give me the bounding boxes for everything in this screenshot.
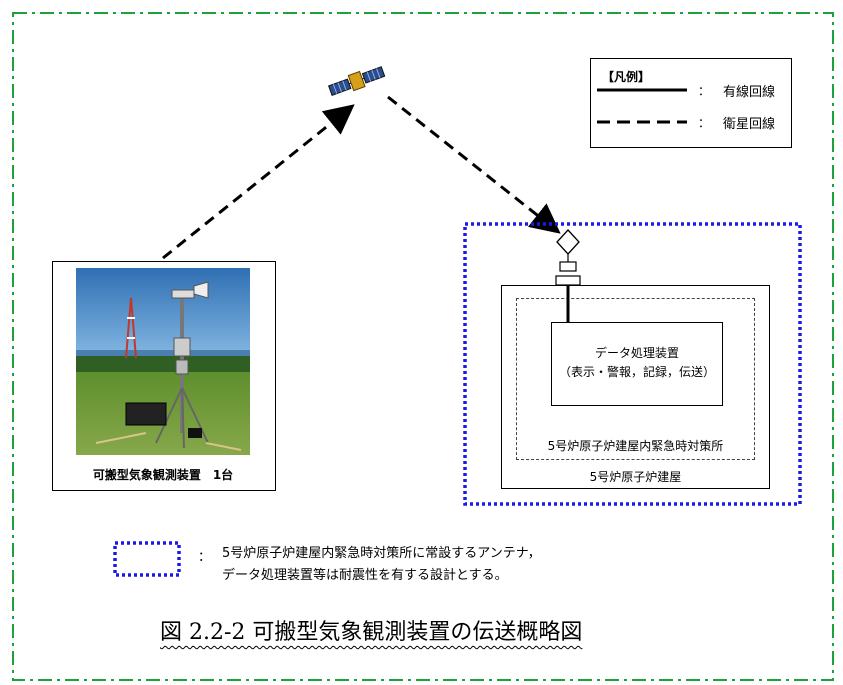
data-processing-title: データ処理装置 <box>594 346 679 360</box>
reactor-building-label: 5号炉原子炉建屋 <box>589 470 682 484</box>
weather-station-photo <box>76 268 250 455</box>
note-line-1: 5号炉原子炉建屋内緊急時対策所に常設するアンテナ， <box>222 546 541 561</box>
legend-wired-colon: ： <box>698 84 711 98</box>
satellite-icon <box>327 66 386 96</box>
legend-box <box>590 58 792 148</box>
legend-satellite-colon: ： <box>698 116 711 130</box>
data-processing-subtitle: （表示・警報，記録，伝送） <box>558 365 715 379</box>
legend-wired-line <box>597 88 687 92</box>
figure-caption: 図 2.2-2 可搬型気象観測装置の伝送概略図 <box>160 620 583 645</box>
weather-station-caption: 可搬型気象観測装置 1台 <box>92 468 234 482</box>
note-colon: ： <box>198 550 212 565</box>
antenna-icon <box>555 229 581 323</box>
emergency-room-label: 5号炉原子炉建屋内緊急時対策所 <box>547 439 724 453</box>
seismic-legend-swatch <box>113 541 181 577</box>
legend-satellite-line <box>597 120 687 124</box>
note-text: 5号炉原子炉建屋内緊急時対策所に常設するアンテナ， データ処理装置等は耐震性を有… <box>222 543 541 587</box>
satellite-uplink-line <box>162 104 355 260</box>
data-processing-box <box>551 322 723 406</box>
legend-satellite-label: 衛星回線 <box>723 117 776 132</box>
note-line-2: データ処理装置等は耐震性を有する設計とする。 <box>222 568 508 583</box>
legend-wired-label: 有線回線 <box>723 85 776 100</box>
legend-title: 【凡例】 <box>602 70 651 84</box>
emergency-room-box <box>516 298 755 460</box>
reactor-building-box <box>501 285 770 489</box>
